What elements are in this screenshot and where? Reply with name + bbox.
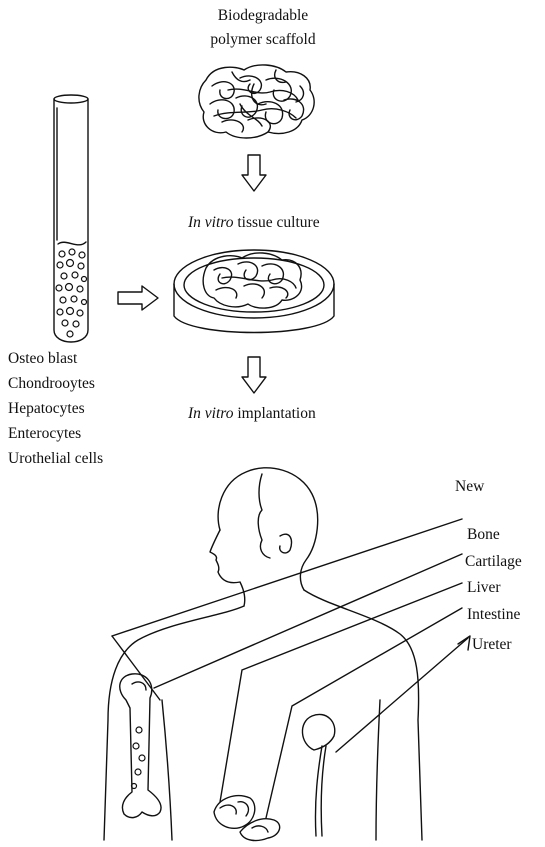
arrow-right <box>118 286 158 310</box>
petri-dish-illustration <box>174 250 334 333</box>
polymer-scaffold-illustration <box>199 65 314 138</box>
human-figure-illustration <box>104 468 470 841</box>
test-tube-illustration <box>54 95 88 342</box>
arrow-down-2 <box>242 357 266 393</box>
arrow-down-1 <box>242 155 266 191</box>
